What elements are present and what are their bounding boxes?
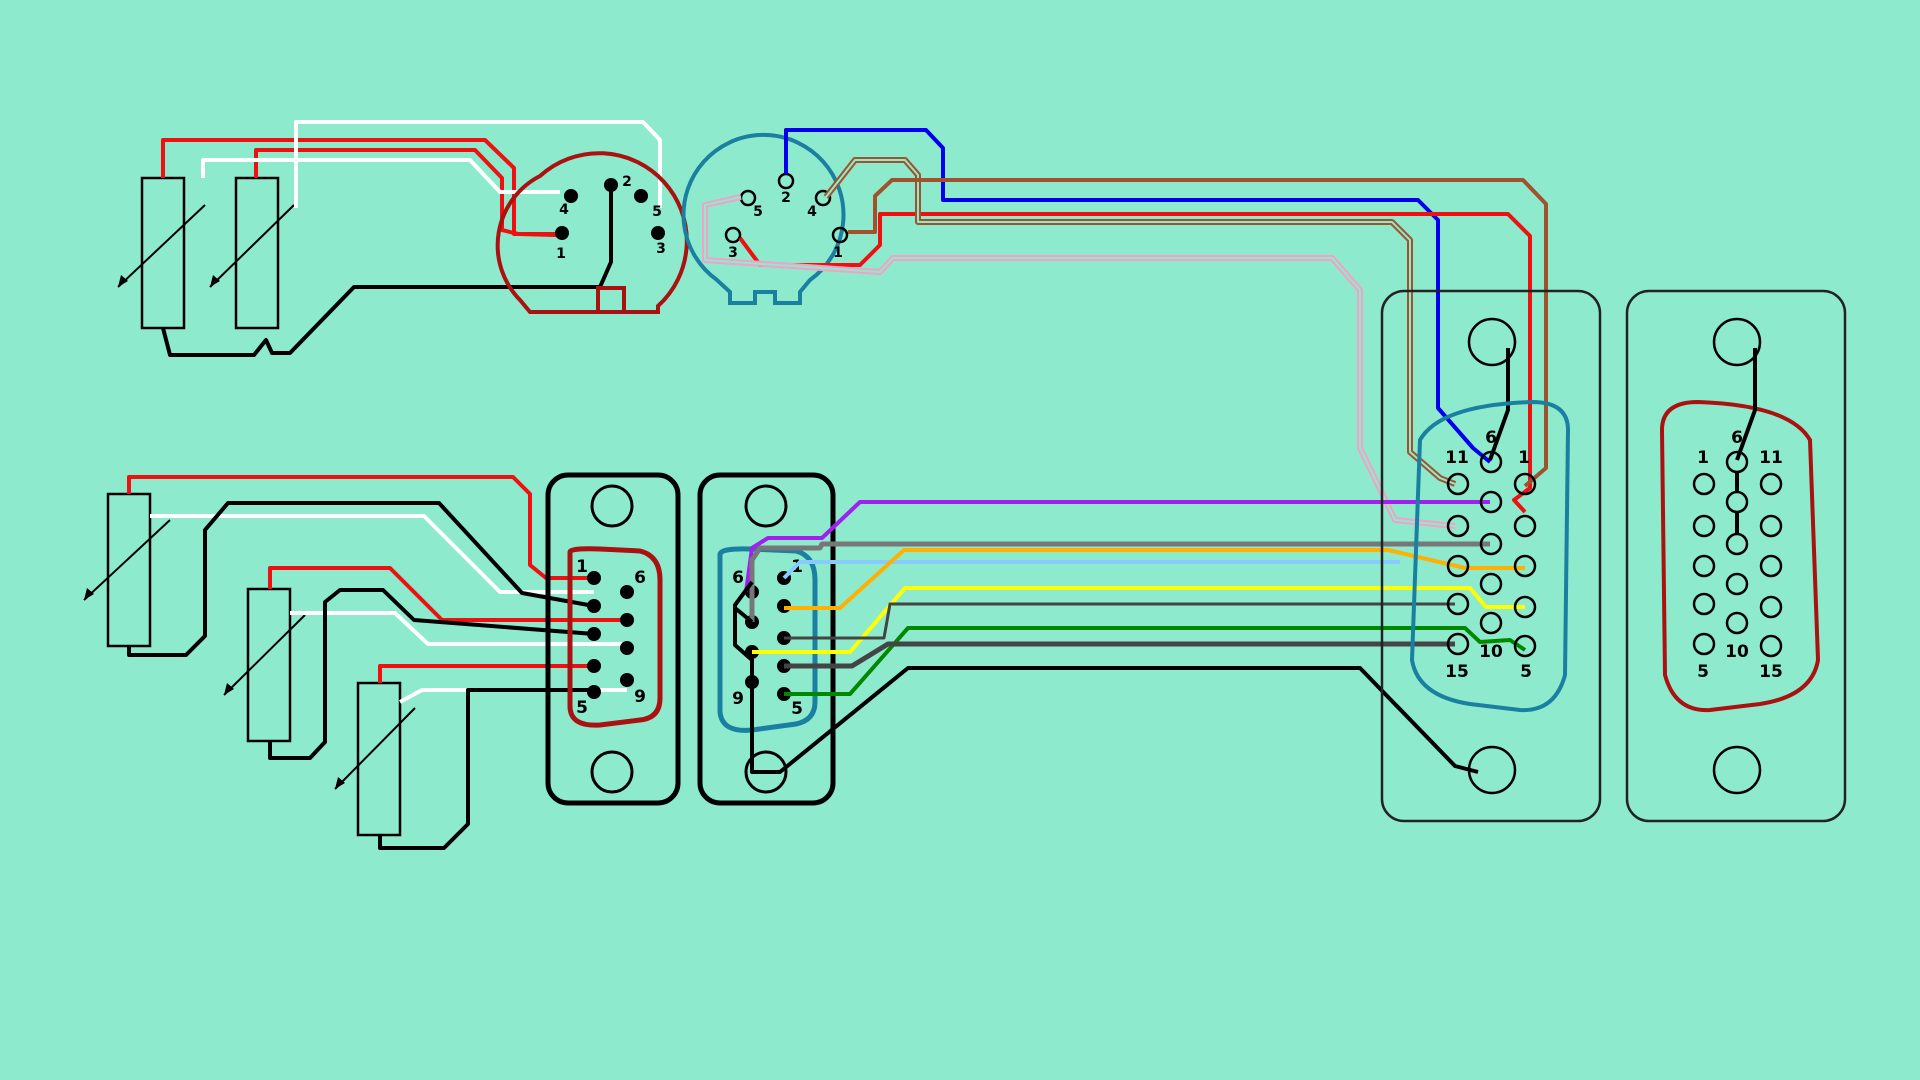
db9-male-mount-bottom [590,750,634,794]
hd15-front-label-15: 15 [1759,662,1783,682]
db9-female-mount-bottom [744,750,788,794]
db9-female-label-5: 5 [791,699,803,719]
din-male-label-2: 2 [622,174,632,190]
wiper-arrowhead-4 [224,683,234,695]
hd15-wired-label-15: 15 [1445,662,1469,682]
hd15-front-black-wire [1735,348,1757,461]
din-male-pin-2 [604,178,618,192]
hd15-front-label-1: 1 [1697,448,1709,468]
din-male-pin-3 [651,226,665,240]
din-female-label-5: 5 [753,204,763,220]
db9-male-label-1: 1 [576,557,588,577]
hd15-wired-shell [1409,399,1571,713]
db9-male-outer [545,472,681,806]
din-female-pin-2 [777,172,795,190]
db9-female-label-9: 9 [732,689,744,709]
wiper-arrowhead-1 [118,275,128,287]
hd15-front-mount-bottom [1712,745,1762,795]
hd15-wired-label-6: 6 [1485,428,1497,448]
db9-female-label-6: 6 [732,568,744,588]
din-male-key [596,286,626,312]
din-female-label-4: 4 [807,204,817,220]
din-male-connector: 1 2 3 4 5 [495,151,689,314]
db9-male-pins [587,571,634,699]
din-female-label-2: 2 [781,190,791,206]
din-top-wires [161,120,662,357]
db9-male-shell [567,546,663,728]
hd15-front-label-6: 6 [1731,428,1743,448]
din-male-shell [495,151,689,314]
din-male-label-3: 3 [656,241,666,257]
potentiometer-trio-bottom [83,492,416,837]
hd15-wired-label-11: 11 [1445,448,1469,468]
din-female-pin-3 [724,226,742,244]
din-male-label-5: 5 [652,204,662,220]
db9-female-mount-top [744,484,788,528]
wiper-arrow-1 [117,204,206,288]
din-female-pin-1 [831,226,849,244]
din-female-pin-4 [814,189,832,207]
din-male-pin-1 [555,226,569,240]
wiper-arrowhead-3 [84,588,94,600]
potentiometer-pair-top [117,176,295,330]
wiper-arrow-4 [223,614,306,696]
db9-male-connector: 1 6 5 9 [545,472,681,806]
db9-female-shell [717,546,818,733]
din-female-label-1: 1 [833,245,843,261]
wiper-arrow-5 [334,707,416,790]
din-female-pin-5 [739,189,757,207]
potentiometer-3 [106,492,152,648]
din-male-pin-5 [634,189,648,203]
hd15-wired-connector: 6 11 1 15 10 5 [1380,289,1602,823]
potentiometer-1 [140,176,186,330]
db9-male-label-9: 9 [634,687,646,707]
din-male-pin-4 [564,189,578,203]
din-female-label-3: 3 [728,245,738,261]
hd15-wired-mount-bottom [1467,745,1517,795]
din-male-label-4: 4 [559,202,569,218]
db9-male-mount-top [590,484,634,528]
hd15-wired-label-5: 5 [1520,662,1532,682]
hd15-front-label-5: 5 [1697,662,1709,682]
hd15-wired-mount-top [1467,317,1517,367]
hd15-front-outer [1625,289,1847,823]
hd15-front-label-11: 11 [1759,448,1783,468]
din-female-connector: 1 2 3 4 5 [681,132,849,305]
hd15-wired-label-10: 10 [1479,642,1503,662]
hd15-wired-outer [1380,289,1602,823]
wiper-arrowhead-5 [335,777,345,789]
hd15-front-mount-top [1712,317,1762,367]
hd15-front-label-10: 10 [1725,642,1749,662]
wiper-arrowhead-2 [210,275,220,287]
db9-male-label-6: 6 [634,568,646,588]
hd15-front-shell [1659,399,1821,713]
din-male-label-1: 1 [556,246,566,262]
hd15-wired-label-1: 1 [1518,448,1530,468]
wiper-arrow-2 [209,204,295,288]
wiper-arrow-3 [83,519,171,601]
potentiometer-2 [234,176,280,330]
db9-male-label-5: 5 [576,698,588,718]
hd15-wired-pins [1446,450,1537,658]
hd15-front-connector: 6 1 11 5 10 15 [1625,289,1847,823]
hd15-long-wires [702,128,1548,774]
